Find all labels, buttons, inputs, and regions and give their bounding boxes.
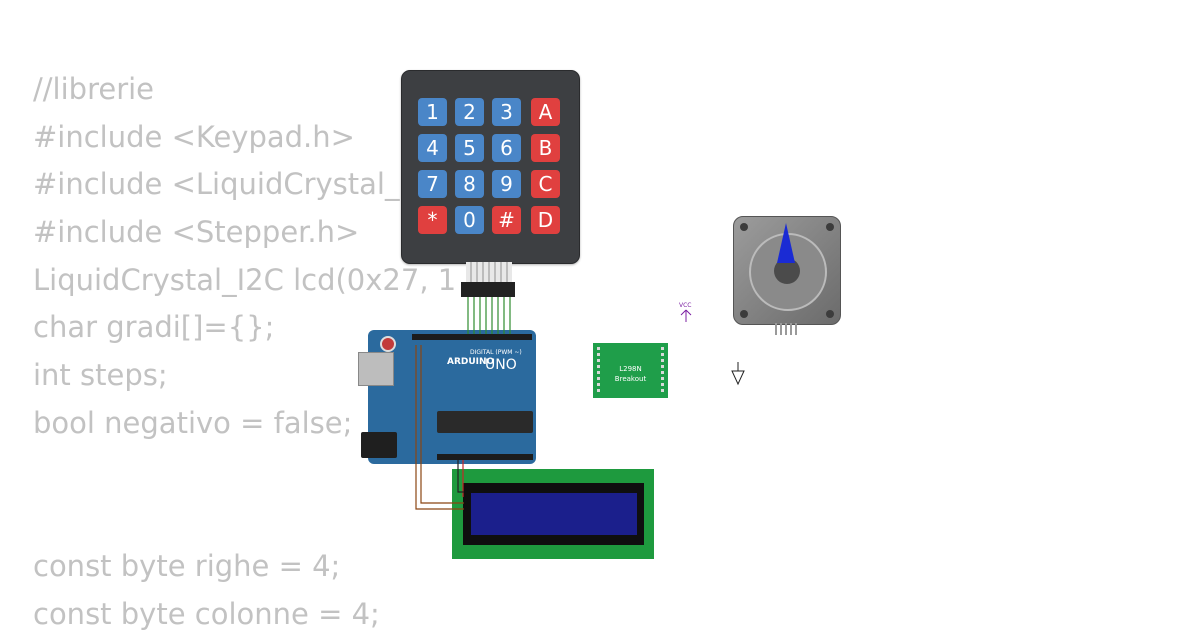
code-line: //librerie bbox=[33, 72, 155, 106]
code-line: int steps; bbox=[33, 358, 168, 393]
keypad-connector[interactable] bbox=[461, 282, 515, 297]
vcc-label: VCC bbox=[679, 302, 692, 309]
keypad-key[interactable]: 0 bbox=[455, 206, 484, 234]
microcontroller-chip bbox=[437, 411, 533, 433]
code-line: LiquidCrystal_I2C lcd(0x27, 1 bbox=[33, 262, 457, 297]
code-line: #include <LiquidCrystal_ bbox=[33, 167, 400, 202]
mount-hole bbox=[740, 223, 748, 231]
stepper-motor[interactable] bbox=[733, 216, 841, 325]
arduino-model-text: UNO bbox=[485, 357, 517, 373]
code-line: #include <Stepper.h> bbox=[33, 215, 360, 250]
power-jack bbox=[361, 432, 397, 458]
code-editor-background: //librerie #include <Keypad.h> #include <L… bbox=[33, 66, 456, 638]
lcd-wires bbox=[415, 345, 464, 510]
keypad-key[interactable]: 7 bbox=[418, 170, 447, 198]
reset-button[interactable] bbox=[380, 336, 396, 352]
keypad-ribbon-cable bbox=[466, 262, 512, 282]
keypad-key[interactable]: D bbox=[531, 206, 560, 234]
keypad-key[interactable]: 9 bbox=[492, 170, 521, 198]
usb-port bbox=[358, 352, 394, 386]
keypad-key[interactable]: B bbox=[531, 134, 560, 162]
lcd-display[interactable] bbox=[452, 469, 654, 559]
l298n-driver-board[interactable]: L298N Breakout bbox=[593, 343, 668, 398]
analog-pin-header[interactable] bbox=[437, 454, 533, 460]
driver-pins-right bbox=[661, 347, 664, 395]
arduino-logo-text: ARDUINO bbox=[447, 357, 495, 367]
driver-sublabel: Breakout bbox=[614, 375, 647, 383]
digital-pin-header[interactable] bbox=[412, 334, 532, 340]
code-line: const byte righe = 4; bbox=[33, 548, 341, 583]
keypad-key[interactable]: 2 bbox=[455, 98, 484, 126]
keypad-key[interactable]: 3 bbox=[492, 98, 521, 126]
lcd-wire-gnd bbox=[457, 460, 464, 493]
keypad-wires bbox=[467, 297, 511, 336]
code-line: #include <Keypad.h> bbox=[33, 119, 355, 154]
mount-hole bbox=[826, 223, 834, 231]
driver-pins-left bbox=[597, 347, 600, 395]
mount-hole bbox=[826, 310, 834, 318]
vcc-symbol bbox=[680, 309, 692, 322]
code-line: char gradi[]={}; bbox=[33, 310, 275, 345]
keypad-key[interactable]: 6 bbox=[492, 134, 521, 162]
code-line: bool negativo = false; bbox=[33, 405, 353, 440]
keypad-key[interactable]: 1 bbox=[418, 98, 447, 126]
keypad-key[interactable]: 8 bbox=[455, 170, 484, 198]
stepper-arrow-icon bbox=[777, 223, 795, 263]
keypad-key[interactable]: A bbox=[531, 98, 560, 126]
keypad-key[interactable]: * bbox=[418, 206, 447, 234]
stepper-pins bbox=[775, 323, 797, 335]
keypad-key[interactable]: 4 bbox=[418, 134, 447, 162]
mount-hole bbox=[740, 310, 748, 318]
lcd-screen bbox=[471, 493, 637, 535]
keypad-key[interactable]: 5 bbox=[455, 134, 484, 162]
keypad-key[interactable]: # bbox=[492, 206, 521, 234]
digital-label: DIGITAL (PWM ~) bbox=[470, 349, 522, 356]
driver-label: L298N bbox=[619, 365, 642, 373]
code-line: const byte colonne = 4; bbox=[33, 596, 380, 631]
ground-symbol bbox=[731, 362, 745, 386]
lcd-wire-scl bbox=[420, 345, 464, 504]
lcd-wire-sda bbox=[415, 345, 464, 510]
keypad-key[interactable]: C bbox=[531, 170, 560, 198]
